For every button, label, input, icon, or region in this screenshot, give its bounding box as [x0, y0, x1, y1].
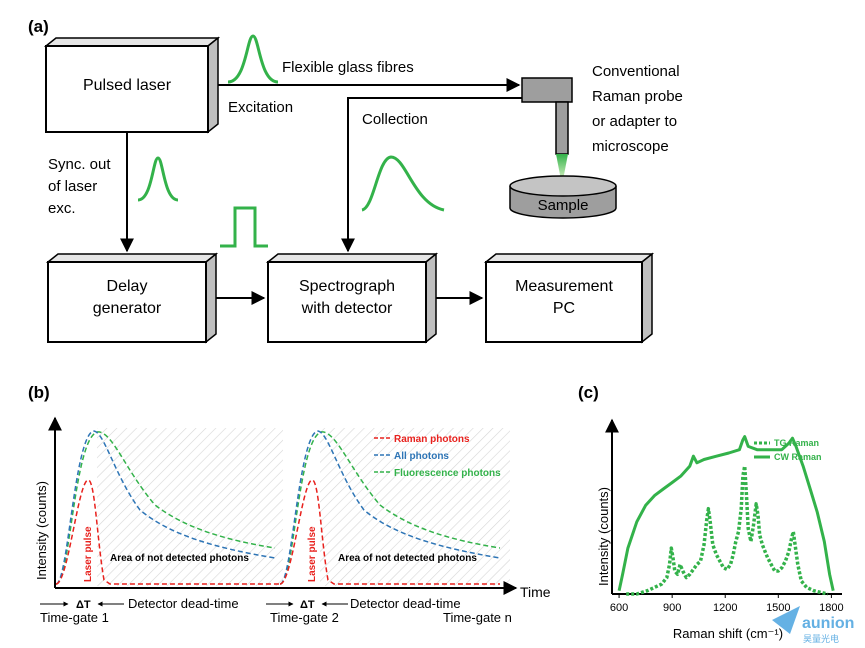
sample-dish-icon: Sample: [509, 175, 617, 219]
legend-raman: Raman photons: [394, 434, 470, 445]
cw-raman-line: [617, 435, 835, 592]
raman-curve-2: [279, 479, 500, 585]
probe-label-line2: Raman probe: [592, 88, 683, 105]
c-tick-label: 900: [663, 602, 681, 614]
raman-curve-1: [55, 479, 280, 585]
c-tick-label: 1200: [713, 602, 737, 614]
laser-pulse-label-2: Laser pulse: [307, 526, 318, 582]
c-y-axis-label: Intensity (counts): [596, 487, 611, 586]
sample-label: Sample: [538, 197, 589, 214]
watermark-icon: [772, 606, 800, 634]
collection-label: Collection: [362, 111, 428, 128]
b-x-axis-label: Time: [520, 584, 551, 600]
sync-label-line1: Sync. out: [48, 156, 111, 173]
pulsed-laser-label: Pulsed laser: [83, 77, 172, 94]
b-y-axis-label: Intensity (counts): [34, 481, 49, 580]
c-tick-label: 1500: [766, 602, 790, 614]
dead-time-label-2: Detector dead-time: [350, 596, 461, 611]
sync-pulse-icon: [137, 156, 179, 202]
sync-label-line2: of laser: [48, 178, 97, 195]
excitation-label: Excitation: [228, 99, 293, 116]
legend-tg-raman: TG Raman: [774, 438, 819, 448]
legend-all: All photons: [394, 451, 449, 462]
raman-probe-icon: [521, 77, 573, 180]
legend-fluorescence: Fluorescence photons: [394, 468, 501, 479]
collection-pulse-icon: [361, 155, 445, 212]
spectrograph-box: Spectrograph with detector: [265, 252, 439, 344]
fluorescence-curve-2: [279, 431, 501, 585]
area-label-2: Area of not detected photons: [338, 553, 477, 564]
panel-a-label: (a): [28, 17, 49, 36]
legend-cw-raman: CW Raman: [774, 452, 822, 462]
sync-label-line3: exc.: [48, 200, 76, 217]
watermark-brand: aunion: [802, 615, 854, 632]
probe-label-line4: microscope: [592, 138, 669, 155]
spectrograph-label-line2: with detector: [301, 300, 393, 317]
dead-time-label-1: Detector dead-time: [128, 596, 239, 611]
measurement-pc-box: Measurement PC: [483, 252, 655, 344]
panel-c: (c) Intensity (counts) Raman shift (cm⁻¹…: [578, 383, 844, 641]
pulsed-laser-box: Pulsed laser: [43, 36, 221, 134]
dead-time-region-2: [320, 428, 510, 586]
c-x-axis-label: Raman shift (cm⁻¹): [673, 626, 783, 641]
all-photons-curve-2: [279, 430, 501, 585]
pc-label-line1: Measurement: [515, 278, 613, 295]
c-series-layer: [617, 435, 835, 596]
c-tick-label: 1800: [819, 602, 843, 614]
panel-a: (a) Pulsed laser Delay generator Spectro…: [28, 17, 683, 344]
watermark-sub: 昊量光电: [803, 633, 839, 644]
delay-label-line1: Delay: [107, 278, 148, 295]
gate1-label: Time-gate 1: [40, 610, 109, 625]
gate2-label: Time-gate 2: [270, 610, 339, 625]
gaten-label: Time-gate n: [443, 610, 512, 625]
probe-label-line1: Conventional: [592, 63, 680, 80]
fibres-label: Flexible glass fibres: [282, 59, 414, 76]
gate-pulse-icon: [220, 206, 268, 248]
collection-fibre-arrow: [341, 97, 522, 253]
delay-generator-box: Delay generator: [45, 252, 219, 344]
panel-b-label: (b): [28, 383, 50, 402]
c-tick-label: 600: [610, 602, 628, 614]
spectrograph-label-line1: Spectrograph: [299, 278, 395, 295]
delay-label-line2: generator: [93, 300, 162, 317]
excitation-pulse-icon: [227, 34, 279, 84]
dead-time-region-1: [97, 428, 283, 586]
panel-c-label: (c): [578, 383, 599, 402]
tg-raman-line: [626, 464, 829, 596]
probe-label-line3: or adapter to: [592, 113, 677, 130]
all-photons-curve-1: [55, 430, 276, 585]
area-label-1: Area of not detected photons: [110, 553, 249, 564]
delta-label-2: ΔT: [300, 599, 315, 611]
fluorescence-curve-1: [55, 431, 276, 585]
pc-label-line2: PC: [553, 300, 575, 317]
c-tick-labels: 600 900 1200 1500 1800: [610, 594, 844, 614]
b-legend: Raman photons All photons Fluorescence p…: [374, 434, 501, 479]
panel-b: (b) Intensity (counts) Time Laser pulse …: [28, 383, 551, 625]
c-legend: TG Raman CW Raman: [754, 438, 822, 462]
delta-label-1: ΔT: [76, 599, 91, 611]
laser-pulse-label-1: Laser pulse: [83, 526, 94, 582]
watermark-logo: aunion 昊量光电: [772, 606, 854, 644]
